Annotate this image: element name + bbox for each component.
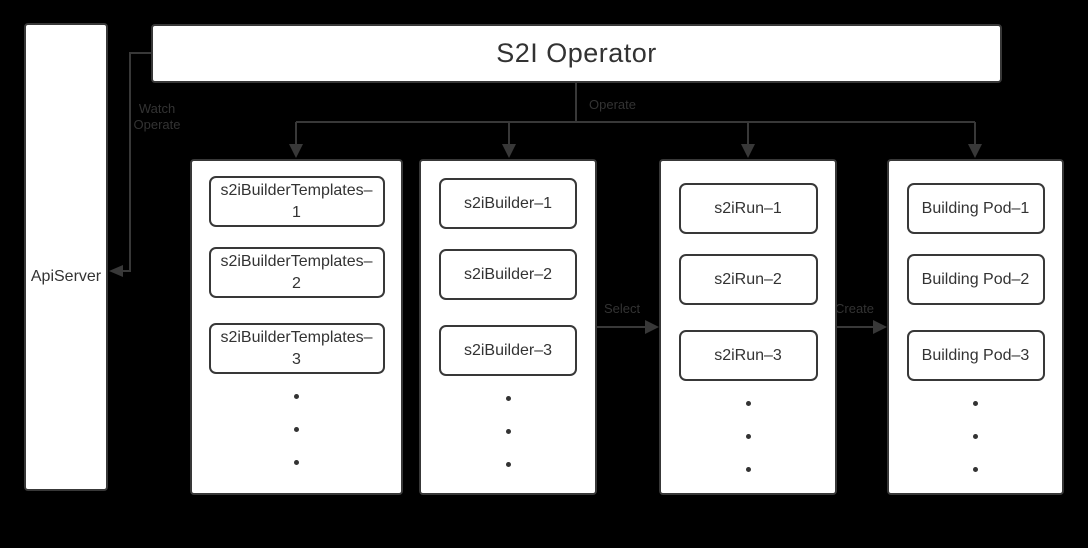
create-arrowhead-icon [873, 320, 887, 334]
node-s2i-builder-templates-3: s2iBuilderTemplates–3 [208, 323, 385, 374]
dot-icon [294, 394, 299, 399]
column-s2i-builder-templates: s2iBuilderTemplates–1 s2iBuilderTemplate… [190, 159, 403, 495]
node-building-pod-2: Building Pod–2 [906, 254, 1045, 305]
ellipsis-dots [973, 401, 978, 472]
watch-label-line1: Watch [138, 101, 176, 116]
node-label: s2iBuilder–2 [463, 265, 553, 283]
s2i-operator-title: S2I Operator [496, 38, 657, 68]
node-label: s2iBuilder–1 [463, 194, 553, 212]
operate-edge-label: Operate [589, 97, 636, 112]
ellipsis-dots [505, 396, 511, 467]
dot-icon [745, 434, 751, 439]
watch-operate-edge-label: Watch Operate [128, 101, 186, 133]
dot-icon [745, 401, 751, 406]
node-s2i-builder-templates-1: s2iBuilderTemplates–1 [208, 176, 385, 227]
dot-icon [505, 462, 511, 467]
node-building-pod-3: Building Pod–3 [906, 330, 1045, 381]
api-server-label: ApiServer [30, 268, 102, 285]
dot-icon [294, 460, 299, 465]
column-s2i-run: s2iRun–1 s2iRun–2 s2iRun–3 [659, 159, 837, 495]
operate-arrowhead-col2-icon [502, 144, 516, 158]
watch-arrowhead-icon [109, 265, 123, 277]
node-label: Building Pod–3 [921, 346, 1030, 364]
node-s2i-builder-3: s2iBuilder–3 [439, 325, 577, 376]
dot-icon [505, 396, 511, 401]
node-s2i-builder-templates-2: s2iBuilderTemplates–2 [208, 247, 385, 298]
operate-arrowhead-col3-icon [741, 144, 755, 158]
node-s2i-run-1: s2iRun–1 [678, 183, 818, 234]
column-building-pod: Building Pod–1 Building Pod–2 Building P… [887, 159, 1064, 495]
s2i-operator-node: S2I Operator [151, 24, 1002, 83]
node-s2i-builder-2: s2iBuilder–2 [439, 249, 577, 300]
api-server-node: ApiServer [24, 23, 108, 491]
operate-edge-line [295, 83, 976, 146]
operate-arrowhead-col1-icon [289, 144, 303, 158]
column-s2i-builder: s2iBuilder–1 s2iBuilder–2 s2iBuilder–3 [419, 159, 597, 495]
node-label: s2iRun–1 [714, 199, 782, 217]
node-label: s2iRun–3 [714, 346, 782, 364]
select-edge-label: Select [604, 301, 641, 316]
node-s2i-builder-1: s2iBuilder–1 [439, 178, 577, 229]
node-s2i-run-2: s2iRun–2 [678, 254, 818, 305]
create-edge-label: Create [835, 301, 875, 316]
ellipsis-dots [745, 401, 751, 472]
watch-label-line2: Operate [133, 117, 181, 132]
ellipsis-dots [294, 394, 299, 465]
node-label: s2iBuilder–3 [463, 341, 553, 359]
dot-icon [973, 434, 978, 439]
operate-arrowhead-col4-icon [968, 144, 982, 158]
dot-icon [745, 467, 751, 472]
node-label: Building Pod–1 [921, 199, 1030, 217]
watch-edge-line [123, 52, 151, 272]
dot-icon [505, 429, 511, 434]
node-label: s2iBuilderTemplates–1 [220, 181, 373, 221]
dot-icon [973, 467, 978, 472]
select-arrowhead-icon [645, 320, 659, 334]
node-label: s2iRun–2 [714, 270, 782, 288]
dot-icon [294, 427, 299, 432]
dot-icon [973, 401, 978, 406]
node-building-pod-1: Building Pod–1 [906, 183, 1045, 234]
node-label: s2iBuilderTemplates–2 [220, 252, 373, 292]
node-label: s2iBuilderTemplates–3 [220, 328, 373, 368]
node-label: Building Pod–2 [921, 270, 1030, 288]
node-s2i-run-3: s2iRun–3 [678, 330, 818, 381]
